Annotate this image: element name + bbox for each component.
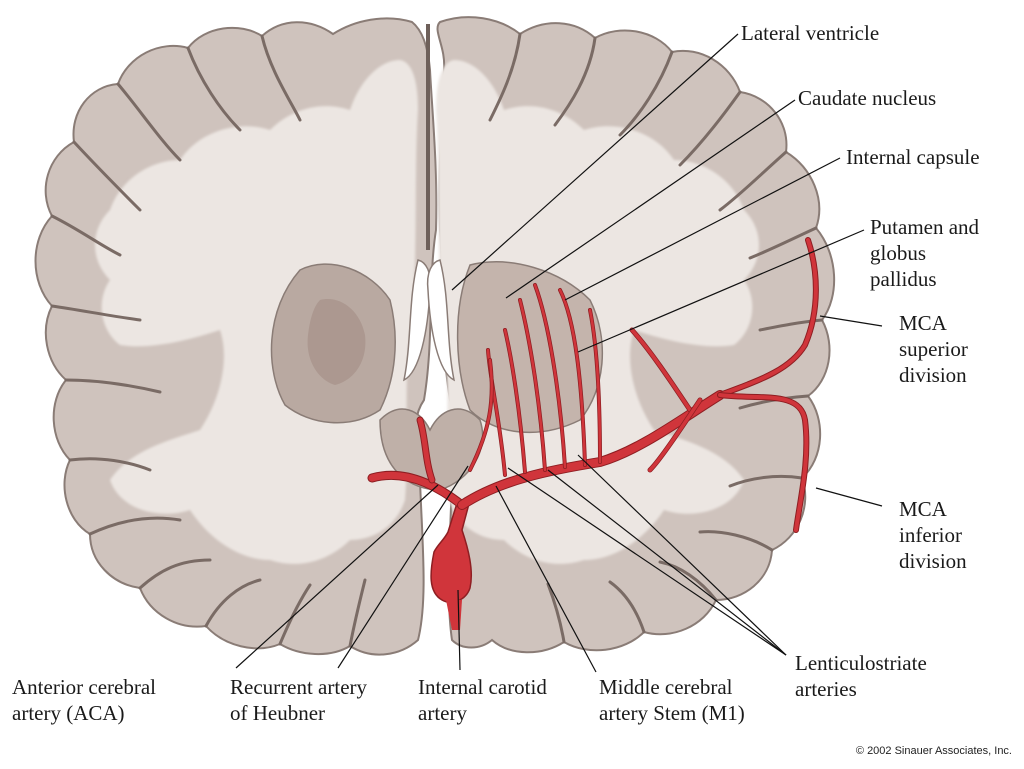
- label-putamen-line2: globus: [870, 241, 926, 265]
- label-heubner-line2: of Heubner: [230, 701, 325, 725]
- arteries: [367, 237, 819, 630]
- label-aca-line1: Anterior cerebral: [12, 675, 156, 699]
- label-mca-sup-line3: division: [899, 363, 967, 387]
- lenticulostriate-branches: [486, 283, 602, 477]
- label-lenticulostriate-line2: arteries: [795, 677, 857, 701]
- label-mca-sup-line2: superior: [899, 337, 968, 361]
- right-white-matter: [436, 60, 759, 564]
- left-basal-ganglia-shade: [307, 299, 366, 385]
- label-internal-capsule: Internal capsule: [846, 145, 980, 169]
- sulci: [50, 32, 824, 648]
- lateral-ventricle-right-shape: [426, 259, 456, 382]
- label-m1-line1: Middle cerebral: [599, 675, 733, 699]
- label-mca-sup-line1: MCA: [899, 311, 948, 335]
- label-heubner-line1: Recurrent artery: [230, 675, 368, 699]
- ica-stem-shape: [446, 600, 462, 630]
- internal-carotid-artery-shape: [430, 499, 473, 604]
- copyright-notice: © 2002 Sinauer Associates, Inc.: [856, 745, 1012, 757]
- label-mca-inf-line3: division: [899, 549, 967, 573]
- label-mca-inf-line2: inferior: [899, 523, 962, 547]
- label-lenticulostriate-line1: Lenticulostriate: [795, 651, 927, 675]
- left-white-matter: [95, 60, 418, 564]
- label-aca-line2: artery (ACA): [12, 701, 125, 725]
- labels: Lateral ventricle Caudate nucleus Intern…: [12, 21, 1012, 757]
- label-m1-line2: artery Stem (M1): [599, 701, 745, 725]
- label-lateral-ventricle: Lateral ventricle: [741, 21, 879, 45]
- label-putamen-line3: pallidus: [870, 267, 937, 291]
- label-mca-inf-line1: MCA: [899, 497, 948, 521]
- label-ica-line2: artery: [418, 701, 467, 725]
- label-putamen-line1: Putamen and: [870, 215, 980, 239]
- label-ica-line1: Internal carotid: [418, 675, 547, 699]
- leader-lines: [235, 33, 883, 673]
- label-caudate-nucleus: Caudate nucleus: [798, 86, 936, 110]
